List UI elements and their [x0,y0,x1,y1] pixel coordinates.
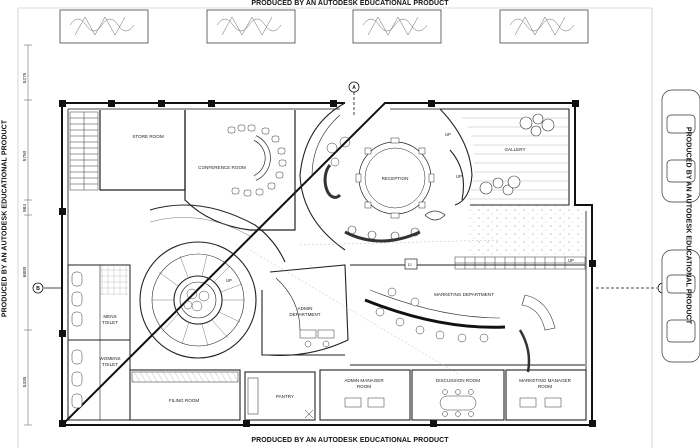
admin-department-label-2: DEPARTMENT [289,312,320,317]
lift-label: LI [408,262,412,267]
store-room [99,110,186,191]
dimension-984: 984 [22,204,28,212]
conference-room [184,110,296,231]
page-frame [17,7,653,448]
filing-room-label: FILING ROOM [169,398,200,403]
dimension-5335: 5335 [22,376,28,387]
watermark-top: PRODUCED BY AN AUTODESK EDUCATIONAL PROD… [251,0,449,7]
circulation-lines [249,239,501,376]
section-marker-top-label: A [352,85,356,91]
filing-room [129,369,241,421]
reception-label: RECEPTION [382,176,409,181]
pantry [244,371,316,421]
womens-toilet-label-1: WOMENS [99,356,120,361]
discussion-room-label: DISCUSSION ROOM [436,378,480,383]
section-marker-left [32,282,62,294]
conference-room-label: CONFERENCE ROOM [198,165,246,170]
parked-car-top [661,89,700,203]
reception-planters [326,136,351,167]
marketing-curved-workstation [518,294,556,373]
marketing-department [350,264,585,366]
mens-toilet-label-2: TOILET [102,320,118,325]
lift-box [404,258,418,270]
spiral-stair-treads [152,254,244,347]
marketing-curved-desk [364,298,506,329]
reception-gear-teeth [355,137,435,219]
toilet-tiles [100,265,128,295]
marketing-manager-room-label-2: ROOM [538,384,552,389]
structural-columns [59,100,596,427]
gallery-label: GALLERY [504,147,525,152]
bottom-offices [319,369,587,421]
mens-toilet-label-1: MENS [103,314,116,319]
conference-chairs [227,124,287,197]
curved-corridor-wall [149,204,286,263]
section-marker-top [348,81,360,115]
section-marker-right [596,282,669,294]
west-staircase [69,111,99,191]
dimension-5750: 5750 [22,150,28,161]
planter-1 [59,9,149,44]
store-room-label: STORE ROOM [132,134,163,139]
section-marker-left-label: B [36,286,40,292]
dimension-6800: 6800 [22,266,28,277]
planter-2 [206,9,296,44]
gallery-ramp-up-top: UP [445,132,451,137]
watermark-left: PRODUCED BY AN AUTODESK EDUCATIONAL PROD… [1,119,9,318]
planter-3 [352,9,442,44]
toilet-cubicles [71,271,83,409]
curved-corridor-inner [149,217,251,237]
watermark-bottom: PRODUCED BY AN AUTODESK EDUCATIONAL PROD… [251,437,449,444]
spiral-core-plants [183,288,210,312]
admin-desks [299,329,335,348]
spiral-stair-up-label: UP [226,278,232,283]
admin-manager-room-label-2: ROOM [357,384,371,389]
gallery-ramp-up-bottom: UP [456,174,462,179]
marketing-department-label: MARKETING DEPARTMENT [434,292,494,297]
marketing-manager-room-label-1: MARKETING MANAGER [519,378,571,383]
dimension-5275: 5275 [22,72,28,83]
womens-toilet-label-2: TOILET [102,362,118,367]
outdoor-paving [470,205,585,255]
admin-manager-room-label-1: ADMIN MANAGER [344,378,384,383]
admin-department-label-1: ADMIN [298,306,313,311]
office-furniture [344,389,562,417]
east-staircase [454,256,586,270]
east-stair-up-label: UP [568,258,574,263]
pantry-label: PANTRY [276,394,294,399]
gallery-furniture [479,113,555,196]
planter-boxes [59,9,589,44]
dimension-chain [24,44,32,426]
admin-department [261,264,349,356]
parked-car-bottom [661,249,700,363]
reception-sofa [323,163,446,243]
marketing-chairs [375,287,489,343]
marketing-curved-desk-inner [369,289,501,319]
watermark-right: PRODUCED BY AN AUTODESK EDUCATIONAL PROD… [684,126,692,325]
planter-4 [499,9,589,44]
